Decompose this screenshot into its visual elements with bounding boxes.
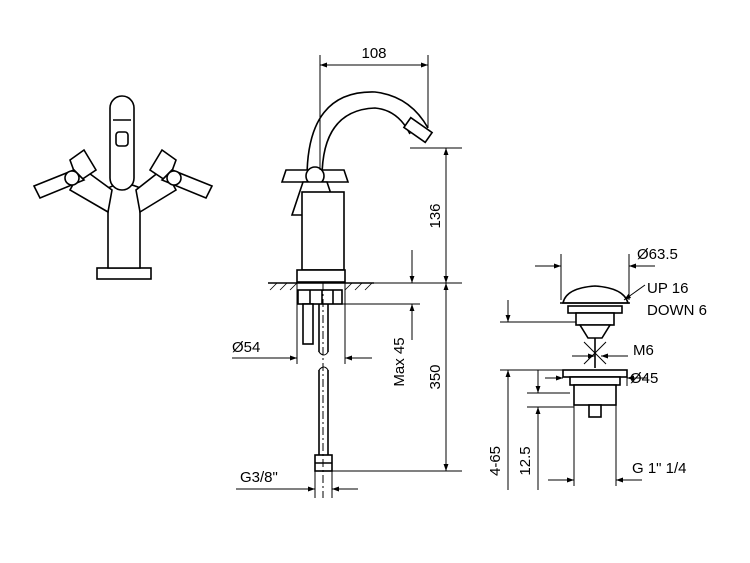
waste-dimensions: Ø63.5 UP 16 DOWN 6 M6 Ø45 4-65 12.5 <box>487 246 707 490</box>
dim-down-6: DOWN 6 <box>647 302 707 319</box>
dim-4-65: 4-65 <box>487 446 504 476</box>
dim-max-45: Max 45 <box>391 337 408 386</box>
side-dimensions: 108 136 350 Max 45 Ø54 G3/8" <box>232 45 462 498</box>
dim-12-5: 12.5 <box>517 446 534 475</box>
dim-g1-1-4: G 1" 1/4 <box>632 460 687 477</box>
dim-m6: M6 <box>633 342 654 359</box>
deck-hatch <box>269 282 373 291</box>
dim-dia-63-5: Ø63.5 <box>637 246 678 263</box>
front-view <box>32 95 214 280</box>
waste-view <box>560 285 630 418</box>
dim-350: 350 <box>427 364 444 389</box>
dim-g3-8: G3/8" <box>240 469 278 486</box>
dim-dia-45: Ø45 <box>630 370 658 387</box>
dim-108: 108 <box>361 45 386 62</box>
dim-dia-54: Ø54 <box>232 339 260 356</box>
dim-up-16: UP 16 <box>647 280 688 297</box>
side-view <box>268 91 434 498</box>
dim-136: 136 <box>427 203 444 228</box>
